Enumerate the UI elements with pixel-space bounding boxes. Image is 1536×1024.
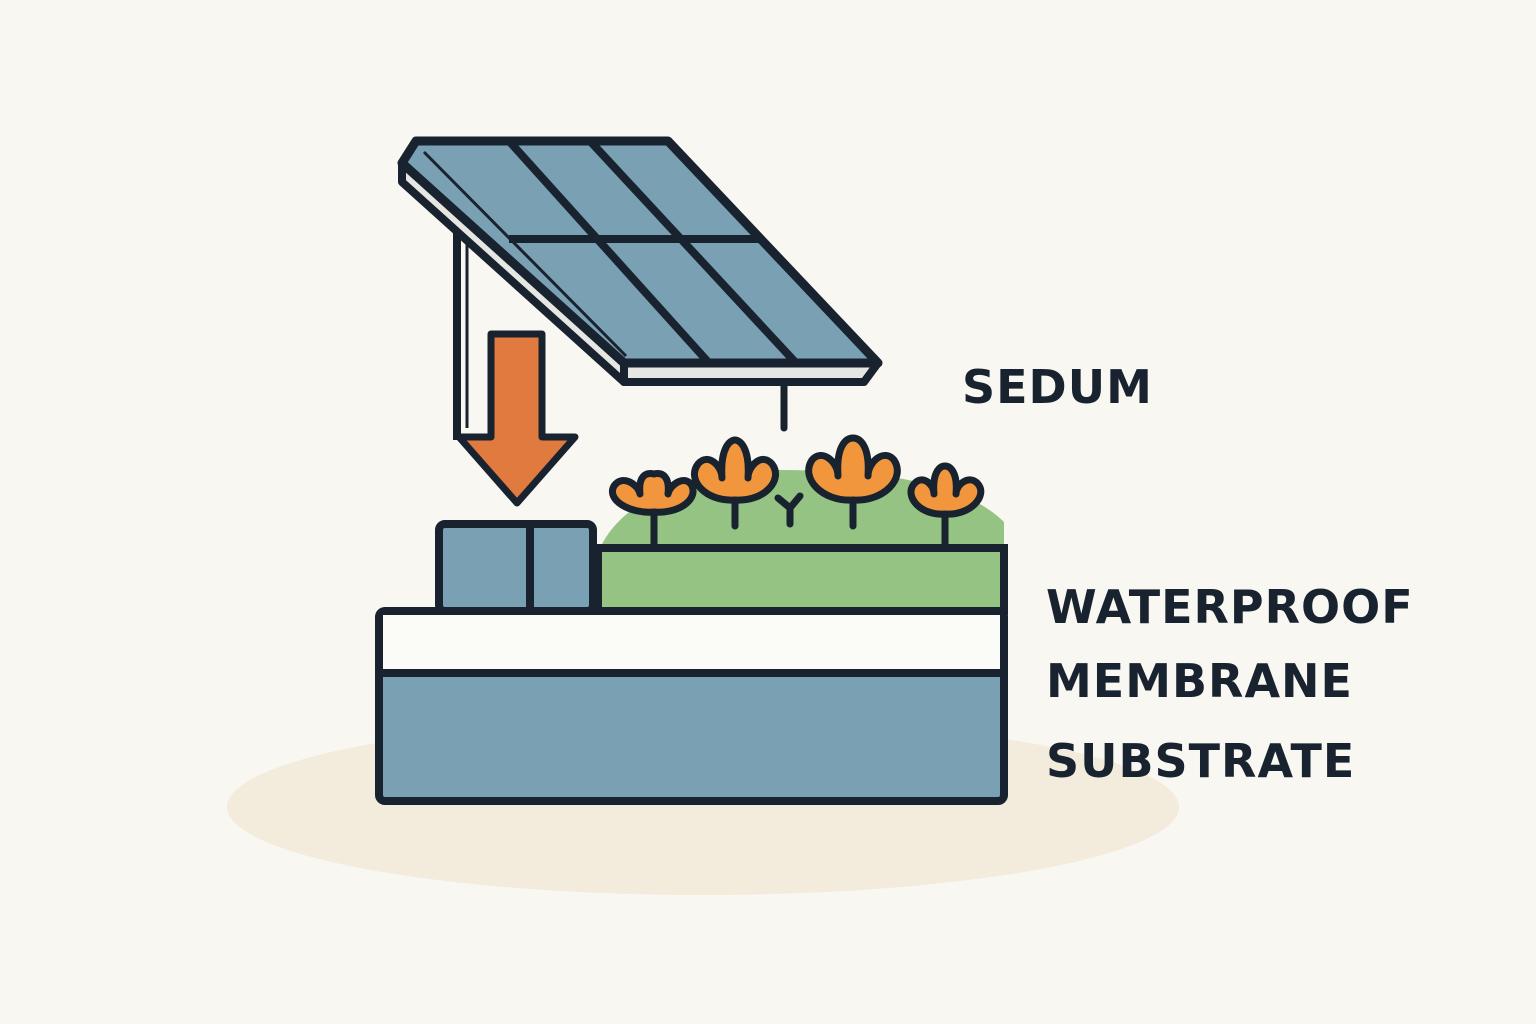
membrane-label-line2: MEMBRANE: [1046, 654, 1353, 708]
solar-panel-icon: [397, 136, 883, 386]
flower-icon: [609, 434, 985, 548]
waterproof-membrane-label: WATERPROOF MEMBRANE: [1046, 570, 1414, 718]
battery-box: [435, 520, 597, 615]
panel-support: [453, 218, 788, 440]
substrate-label: SUBSTRATE: [1046, 734, 1356, 788]
down-arrow-icon: [455, 330, 579, 507]
waterproof-membrane-layer: [383, 615, 1000, 671]
sedum-label: SEDUM: [962, 360, 1153, 414]
sedum-layer: [594, 544, 1008, 615]
membrane-label-line1: WATERPROOF: [1046, 580, 1414, 634]
